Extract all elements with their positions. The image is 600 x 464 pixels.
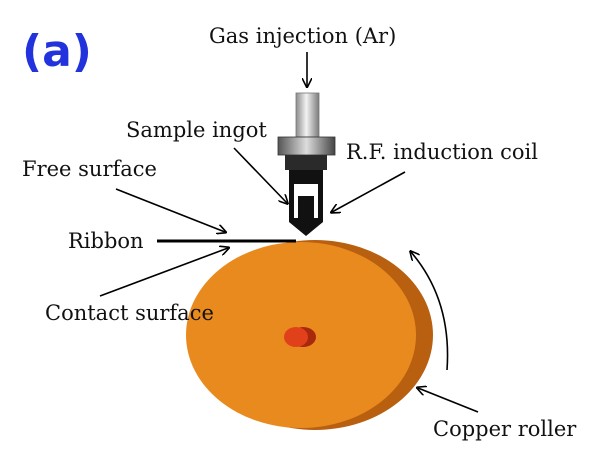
ribbon-label: Ribbon bbox=[68, 229, 144, 253]
nozzle-cap bbox=[277, 136, 336, 156]
panel-label: (a) bbox=[22, 26, 92, 77]
gas-tube bbox=[295, 92, 320, 138]
copper-roller-arrow bbox=[418, 388, 479, 413]
sample-ingot-label: Sample ingot bbox=[126, 118, 267, 142]
gas-injection-label: Gas injection (Ar) bbox=[209, 24, 396, 48]
rf-coil-arrow bbox=[332, 171, 406, 212]
nozzle-collar bbox=[285, 155, 327, 170]
nozzle-assembly bbox=[277, 92, 336, 236]
rf-coil-label: R.F. induction coil bbox=[346, 140, 538, 164]
contact-surface-label: Contact surface bbox=[45, 301, 214, 325]
sample-ingot-arrow bbox=[233, 147, 287, 203]
roller-axle bbox=[284, 327, 308, 347]
free-surface-label: Free surface bbox=[22, 157, 157, 181]
sample-ingot bbox=[298, 196, 314, 218]
copper-roller-label: Copper roller bbox=[433, 417, 577, 441]
contact-surface-arrow bbox=[99, 248, 228, 297]
copper-roller bbox=[186, 240, 433, 430]
free-surface-arrow bbox=[115, 188, 225, 232]
rotation-arrow bbox=[411, 252, 449, 371]
